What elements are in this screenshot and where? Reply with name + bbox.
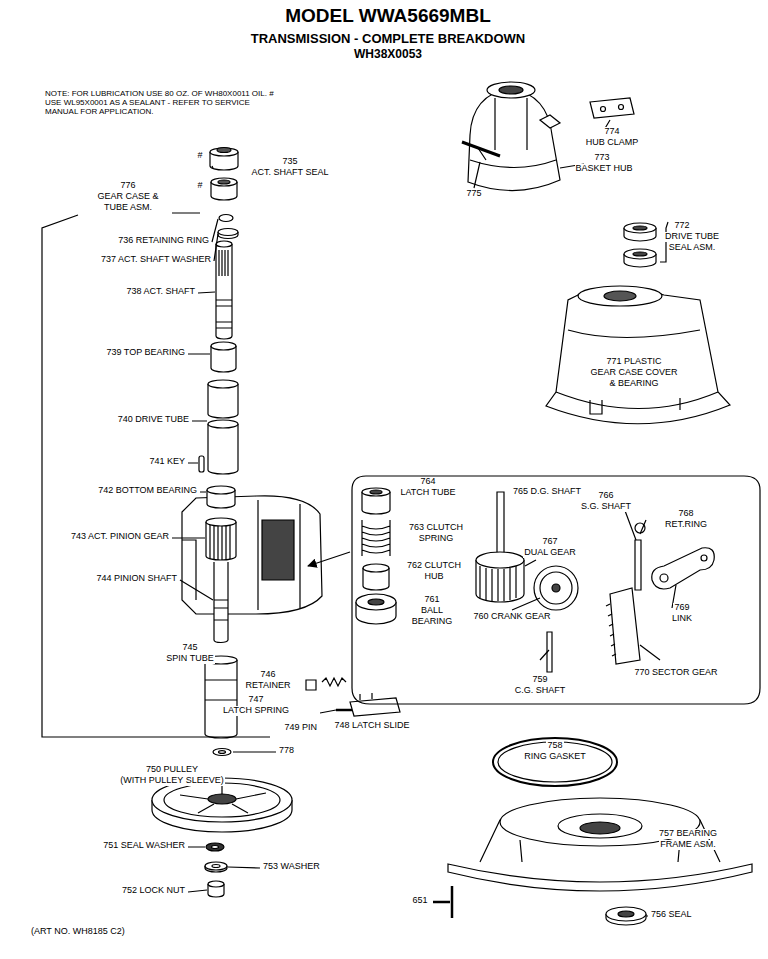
callout-number: 774	[603, 127, 620, 137]
part-label: 751 SEAL WASHER	[102, 841, 186, 851]
callout-number: #	[196, 151, 203, 161]
callout-number: 758	[546, 741, 563, 751]
part-label: 760 CRANK GEAR	[472, 612, 551, 622]
part-label: LINK	[671, 614, 693, 624]
part-label: SEAL ASM.	[668, 243, 717, 253]
part-label: 743 ACT. PINION GEAR	[70, 532, 170, 542]
part-label: BEARING	[411, 617, 454, 627]
part-label: & BEARING	[608, 379, 659, 389]
part-label: 749 PIN	[283, 723, 318, 733]
part-label: GEAR CASE COVER	[589, 368, 678, 378]
callout-number: 735	[281, 157, 298, 167]
part-label: BALL	[420, 606, 444, 616]
part-label: (ART NO. WH8185 C2)	[30, 927, 126, 937]
part-label: S.G. SHAFT	[580, 502, 632, 512]
part-label: 737 ACT. SHAFT WASHER	[100, 255, 212, 265]
callout-number: 768	[677, 509, 694, 519]
part-label: 741 KEY	[148, 457, 186, 467]
part-label: 763 CLUTCH	[408, 523, 464, 533]
part-label: ACT. SHAFT SEAL	[251, 168, 330, 178]
part-label: 738 ACT. SHAFT	[125, 287, 196, 297]
part-label: DUAL GEAR	[523, 548, 577, 558]
callout-number: 766	[597, 491, 614, 501]
part-label: 765 D.G. SHAFT	[512, 487, 582, 497]
part-label: 744 PINION SHAFT	[95, 574, 178, 584]
callout-number: 746	[259, 670, 276, 680]
part-label: RING GASKET	[523, 752, 587, 762]
part-label: 770 SECTOR GEAR	[634, 668, 719, 678]
callout-number: 775	[465, 189, 482, 199]
part-label: 771 PLASTIC	[605, 357, 662, 367]
part-label: HUB	[423, 572, 444, 582]
part-label: 736 RETAINING RING	[117, 236, 210, 246]
part-label: C.G. SHAFT	[514, 686, 567, 696]
callout-number: 761	[423, 595, 440, 605]
part-label: SPIN TUBE	[165, 654, 214, 664]
callout-number: 745	[181, 643, 198, 653]
callout-number: 773	[593, 153, 610, 163]
part-label: HUB CLAMP	[585, 138, 640, 148]
callout-number: 776	[119, 181, 136, 191]
part-label: 757 BEARING	[658, 829, 718, 839]
note-text: NOTE: FOR LUBRICATION USE 80 OZ. OF WH80…	[44, 90, 282, 116]
subtitle: TRANSMISSION - COMPLETE BREAKDOWN	[250, 32, 526, 46]
part-label: (WITH PULLEY SLEEVE)	[119, 776, 224, 786]
part-label: SPRING	[418, 534, 455, 544]
part-label: GEAR CASE &	[96, 192, 159, 202]
part-label: 753 WASHER	[262, 862, 321, 872]
part-label: 739 TOP BEARING	[105, 348, 186, 358]
part-label: RETAINER	[245, 681, 292, 691]
callout-number: 651	[411, 896, 428, 906]
callout-number: #	[196, 181, 203, 191]
part-label: 740 DRIVE TUBE	[117, 415, 190, 425]
part-label: 742 BOTTOM BEARING	[97, 486, 198, 496]
part-label: FRAME ASM.	[659, 840, 717, 850]
diagram-title: MODEL WWA5669MBL	[284, 6, 492, 27]
callout-number: 769	[673, 603, 690, 613]
part-label: 762 CLUTCH	[406, 561, 462, 571]
part-label: RET.RING	[664, 520, 708, 530]
callout-number: 772	[673, 221, 690, 231]
part-label: 748 LATCH SLIDE	[334, 721, 411, 731]
subtitle: WH38X0053	[353, 48, 423, 61]
callout-number: 747	[247, 695, 264, 705]
part-label: 752 LOCK NUT	[121, 886, 186, 896]
callout-number: 778	[278, 746, 295, 756]
part-label: 750 PULLEY	[145, 765, 199, 775]
callout-number: 764	[419, 477, 436, 487]
callout-number: 767	[541, 537, 558, 547]
part-label: 756 SEAL	[650, 910, 693, 920]
part-label: LATCH TUBE	[399, 488, 456, 498]
part-label: DRIVE TUBE	[664, 232, 720, 242]
part-label: BASKET HUB	[575, 164, 634, 174]
callout-number: 759	[531, 675, 548, 685]
part-label: LATCH SPRING	[222, 706, 290, 716]
part-label: TUBE ASM.	[103, 203, 153, 213]
